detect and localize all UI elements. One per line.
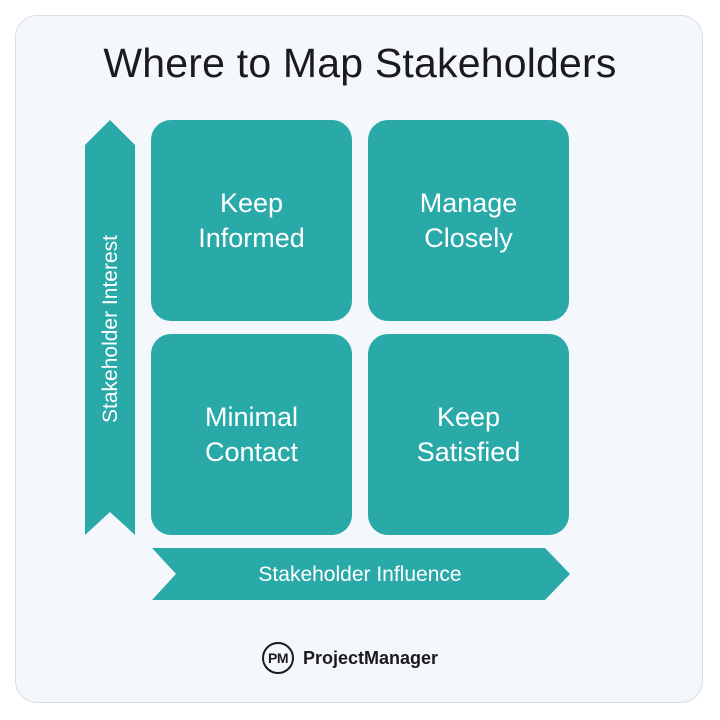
quadrant-label-line2: Informed xyxy=(198,222,305,253)
x-axis-label: Stakeholder Influence xyxy=(258,563,462,586)
y-axis-label: Stakeholder Interest xyxy=(99,235,122,423)
x-axis-arrow xyxy=(152,548,570,600)
quadrant-keep-satisfied: Keep Satisfied xyxy=(368,334,569,535)
quadrant-manage-closely: Manage Closely xyxy=(368,120,569,321)
quadrant-label-line2: Contact xyxy=(204,436,299,467)
y-axis-arrow xyxy=(85,120,135,535)
quadrant-label-line1: Minimal xyxy=(204,401,298,432)
quadrant-keep-informed: Keep Informed xyxy=(151,120,352,321)
quadrant-label-line2: Closely xyxy=(424,222,513,253)
brand-name: ProjectManager xyxy=(303,647,439,668)
diagram-title: Where to Map Stakeholders xyxy=(103,40,617,86)
brand-footer: PM ProjectManager xyxy=(262,640,438,676)
quadrant-label-line2: Satisfied xyxy=(416,436,521,467)
quadrant-label-line1: Keep xyxy=(436,401,501,432)
quadrant-label-line1: Keep xyxy=(219,187,284,218)
quadrant-minimal-contact: Minimal Contact xyxy=(151,334,352,535)
projectmanager-logo-icon: PM xyxy=(262,642,294,674)
quadrant-label-line1: Manage xyxy=(419,187,518,218)
